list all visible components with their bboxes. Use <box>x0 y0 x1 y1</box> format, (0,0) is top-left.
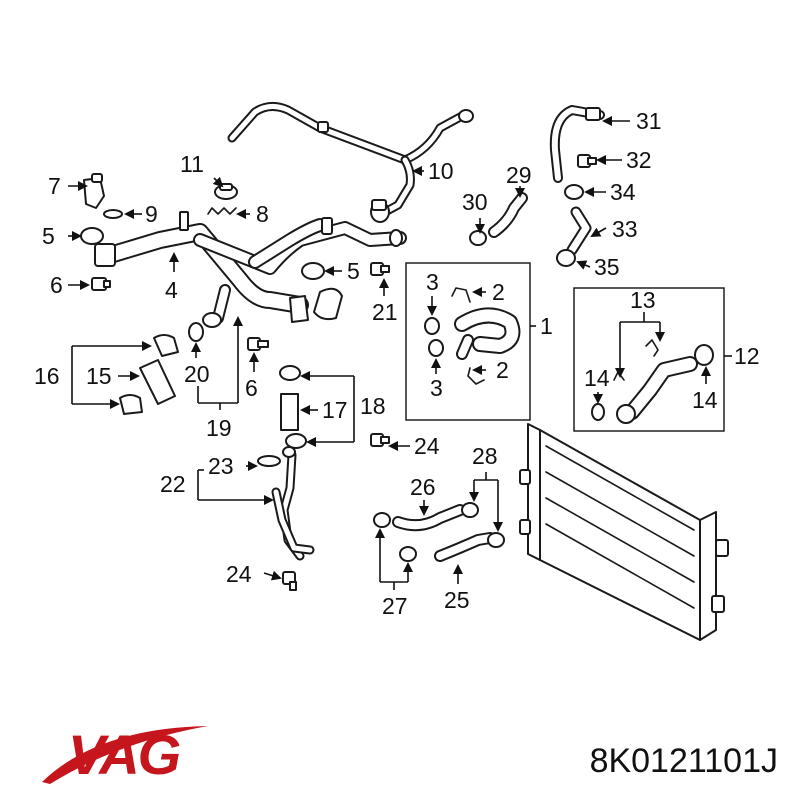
brand-swoosh <box>42 726 208 784</box>
callout-25: 25 <box>444 587 470 613</box>
callout-23: 23 <box>208 453 234 479</box>
breather-hose-10 <box>227 102 474 223</box>
part-23-seal <box>257 455 281 467</box>
callout-27: 27 <box>382 593 408 619</box>
callout-4: 4 <box>165 277 178 303</box>
callout-2-upper: 2 <box>492 279 505 305</box>
callout-8: 8 <box>256 201 269 227</box>
callout-14-left: 14 <box>584 365 610 391</box>
part-1-hose-assembly <box>424 287 521 385</box>
callout-3-upper: 3 <box>426 269 439 295</box>
callout-22: 22 <box>160 471 186 497</box>
part-31-hose <box>549 105 605 183</box>
part-8-clip <box>207 207 237 215</box>
callout-19: 19 <box>206 415 232 441</box>
callout-24-middle: 24 <box>414 433 440 459</box>
part-28-clamp-lower <box>487 532 505 548</box>
part-7-flange <box>83 173 105 209</box>
part-32-bolt <box>577 154 597 168</box>
callout-18: 18 <box>360 393 386 419</box>
part-21-bolt <box>370 262 390 276</box>
leader-lines <box>68 116 732 590</box>
callout-5-left: 5 <box>42 223 55 249</box>
callout-12: 12 <box>734 343 760 369</box>
callout-1: 1 <box>540 313 553 339</box>
callout-13: 13 <box>630 287 656 313</box>
callout-26: 26 <box>410 474 436 500</box>
part-9-o-ring <box>103 209 123 219</box>
part-17-hose-with-clamps <box>279 365 307 449</box>
callout-labels: 7 5 6 9 4 11 8 10 5 21 30 29 31 32 34 33… <box>34 108 760 619</box>
part-25-hose <box>434 532 496 562</box>
callout-15: 15 <box>86 363 112 389</box>
callout-29: 29 <box>506 162 532 188</box>
part-15-hose-with-clamps <box>119 334 179 415</box>
callout-17: 17 <box>322 397 348 423</box>
brand-logo: VAG <box>68 723 181 786</box>
callout-30: 30 <box>462 189 488 215</box>
callout-35: 35 <box>594 254 620 280</box>
part-22-pipe <box>271 446 315 561</box>
callout-7: 7 <box>48 173 61 199</box>
callout-14-right: 14 <box>692 387 718 413</box>
callout-24-lower: 24 <box>226 561 252 587</box>
callout-9: 9 <box>145 201 158 227</box>
callout-10: 10 <box>428 158 454 184</box>
part-30-clamp <box>469 230 487 246</box>
part-24-bolt-lower <box>282 571 297 591</box>
callout-32: 32 <box>626 147 652 173</box>
callout-5-right: 5 <box>347 258 360 284</box>
part-26-hose <box>392 504 466 532</box>
part-29-hose <box>488 192 528 238</box>
callout-6-lower: 6 <box>245 375 258 401</box>
part-34-clamp <box>564 184 584 200</box>
part-33-hose <box>566 206 592 256</box>
part-35-clamp <box>556 249 576 267</box>
callout-16: 16 <box>34 363 60 389</box>
part-6-bolt-lower <box>247 337 269 351</box>
part-5-seal-right <box>301 262 325 280</box>
callout-2-lower: 2 <box>496 357 509 383</box>
part-6-bolt-left <box>91 277 111 291</box>
part-28-clamp-upper <box>461 502 479 518</box>
part-11-sensor <box>214 183 238 200</box>
callout-31: 31 <box>636 108 662 134</box>
part-20-seal <box>188 322 204 342</box>
callout-34: 34 <box>610 179 636 205</box>
callout-28: 28 <box>472 443 498 469</box>
part-5-seal-left <box>80 227 104 245</box>
part-27-clamp-lower <box>399 546 417 562</box>
radiator <box>519 423 729 641</box>
callout-33: 33 <box>612 216 638 242</box>
callout-3-lower: 3 <box>430 375 443 401</box>
part-27-clamp-upper <box>373 512 391 528</box>
callout-6-left: 6 <box>50 272 63 298</box>
part-number: 8K0121101J <box>589 742 778 780</box>
callout-20: 20 <box>184 361 210 387</box>
coolant-pipe-assembly <box>94 211 407 328</box>
part-24-bolt-middle <box>370 433 390 447</box>
callout-11: 11 <box>180 151 204 177</box>
callout-21: 21 <box>372 299 398 325</box>
part-12-hose-assembly <box>591 339 714 424</box>
